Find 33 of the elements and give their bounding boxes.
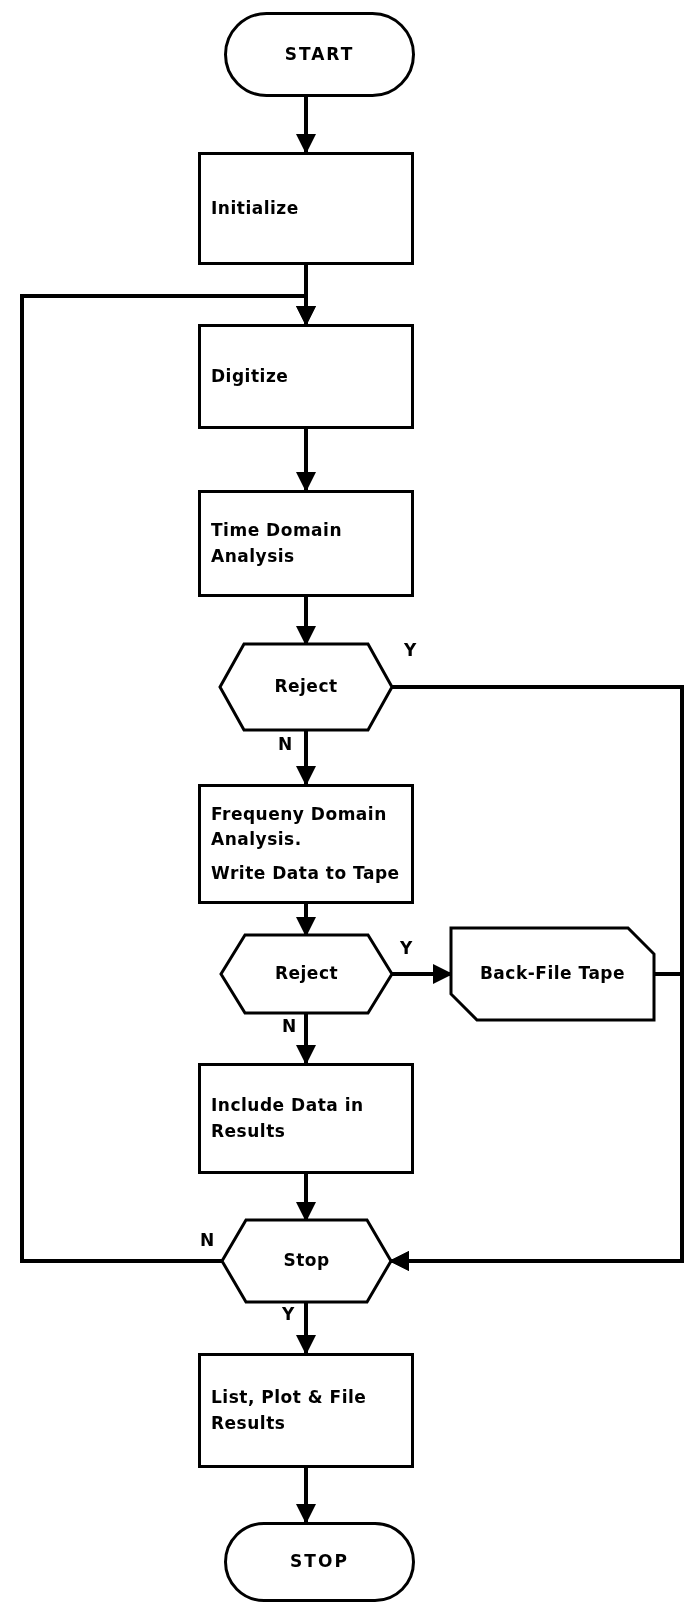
decision-hexagon	[220, 644, 392, 730]
decision-hexagon	[221, 935, 392, 1013]
tape-shape	[451, 928, 654, 1020]
arrow	[296, 97, 316, 154]
edge-label: Y	[398, 940, 415, 957]
edge-label: Y	[402, 642, 419, 659]
process-box	[198, 152, 414, 265]
process-box	[198, 324, 414, 429]
process-box	[198, 1353, 414, 1468]
step-label: Stop	[283, 1249, 330, 1273]
arrow	[296, 1013, 316, 1065]
arrow	[20, 294, 316, 1263]
step-label: Reject	[274, 962, 339, 986]
step-label: Frequeny Domain Analysis.	[211, 802, 388, 852]
decision-hexagon	[222, 1220, 391, 1302]
step-label: Include Data in Results	[211, 1094, 365, 1143]
step-label: Reject	[274, 675, 338, 699]
process-box	[198, 1063, 414, 1174]
process-box	[198, 490, 414, 597]
step-label: Back-File Tape	[479, 962, 626, 986]
step-label: Write Data to Tape	[211, 861, 400, 885]
arrow	[296, 1302, 316, 1355]
arrow	[296, 1468, 316, 1524]
step-label: Initialize	[211, 196, 299, 220]
step-label: Digitize	[211, 364, 289, 388]
edge-label: Y	[280, 1306, 297, 1323]
step-label: STOP	[290, 1550, 349, 1574]
arrow	[296, 730, 316, 786]
step-label: Time Domain Analysis	[211, 519, 343, 568]
arrow	[296, 429, 316, 492]
process-box	[198, 784, 414, 904]
step-label: START	[284, 42, 355, 66]
step-label: List, Plot & File Results	[211, 1386, 368, 1435]
